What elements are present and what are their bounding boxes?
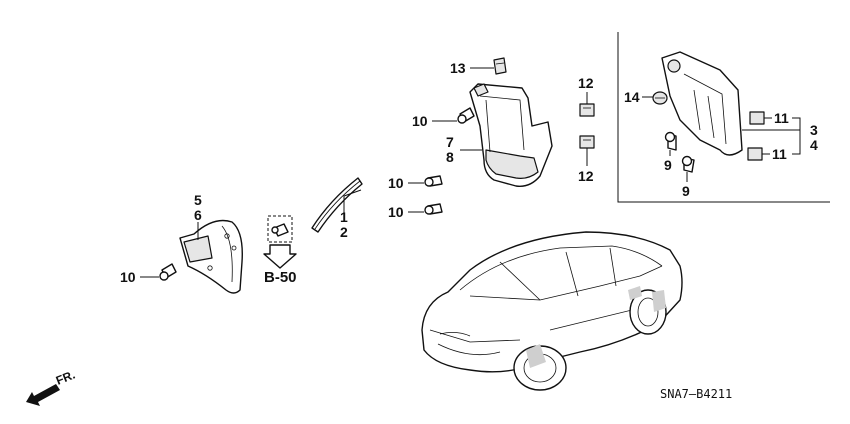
direction-label: FR. <box>54 368 77 388</box>
callout-5: 5 <box>194 192 202 208</box>
callout-9b: 9 <box>682 183 690 199</box>
callout-10c: 10 <box>388 175 404 191</box>
leader-line-1 <box>343 189 362 214</box>
callout-2: 2 <box>340 224 348 240</box>
front-direction-arrow-icon <box>26 384 60 406</box>
callout-10b: 10 <box>412 113 428 129</box>
callout-12a: 12 <box>578 75 594 91</box>
splash-guard-center-part <box>469 83 553 187</box>
inset-frame <box>617 32 830 203</box>
clip-icon <box>749 111 765 125</box>
callout-14: 14 <box>624 89 640 105</box>
screw-icon <box>424 175 443 187</box>
screw-icon <box>159 263 177 281</box>
mudguard-left-part <box>179 219 243 294</box>
screw-icon <box>664 131 677 151</box>
callout-9a: 9 <box>664 157 672 173</box>
fender-liner-part <box>661 51 743 156</box>
bracket-11-3-4 <box>792 117 801 155</box>
clip-icon <box>747 147 763 161</box>
callout-10a: 10 <box>120 269 136 285</box>
screw-icon <box>457 107 475 124</box>
strip-molding-part <box>311 177 363 233</box>
callout-11b: 11 <box>772 146 787 162</box>
clip-icon <box>493 57 507 75</box>
callout-8: 8 <box>446 149 454 165</box>
callout-6: 6 <box>194 207 202 223</box>
diagram-code: SNA7—B4211 <box>660 387 732 401</box>
screw-icon <box>681 155 695 173</box>
screw-icon <box>424 203 443 215</box>
callout-4: 4 <box>810 137 818 153</box>
callout-13: 13 <box>450 60 466 76</box>
callout-1: 1 <box>340 209 348 225</box>
callout-7: 7 <box>446 134 454 150</box>
clip-reference <box>263 215 297 269</box>
car-illustration <box>421 231 683 391</box>
clip-icon <box>579 135 595 149</box>
callout-12b: 12 <box>578 168 594 184</box>
clip-icon <box>579 103 595 117</box>
callout-10d: 10 <box>388 204 404 220</box>
callout-3: 3 <box>810 122 818 138</box>
reference-arrow-icon <box>263 244 297 269</box>
reference-label: B-50 <box>264 269 297 286</box>
callout-11a: 11 <box>774 110 789 126</box>
clip-icon <box>652 91 668 105</box>
